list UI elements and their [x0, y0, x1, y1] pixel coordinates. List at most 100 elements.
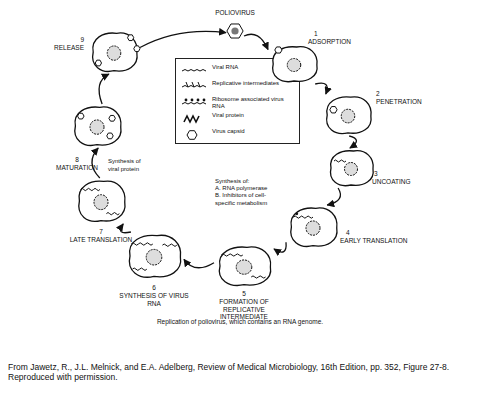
- step-label: EARLY TRANSLATION: [340, 237, 412, 245]
- step-label: POLIOVIRUS: [204, 9, 266, 17]
- protein-sample: [184, 116, 199, 122]
- cycle-arrow: [184, 259, 214, 267]
- cell-nucleus: [236, 260, 252, 274]
- cycle-arrow: [327, 188, 340, 205]
- cycle-arrow: [92, 148, 100, 178]
- cell-nucleus: [345, 163, 358, 176]
- annotation: A. RNA polymerase: [215, 185, 285, 193]
- cell-drawing: [226, 22, 244, 40]
- infected-cell: 7LATE TRANSLATION: [74, 178, 128, 224]
- cell-drawing: [74, 178, 128, 224]
- cell-outline: [93, 33, 137, 71]
- cell-nucleus: [306, 221, 320, 235]
- step-label: MATURATION: [52, 164, 102, 172]
- cell-drawing: [214, 244, 274, 288]
- legend-text: Ribosome associated virus RNA: [212, 96, 298, 109]
- virus-capsid: [109, 115, 115, 121]
- ribosome-rna: [80, 188, 99, 190]
- ribosome-rna-sample: [182, 103, 206, 105]
- step-label: RELEASE: [48, 44, 84, 52]
- cell-outline: [75, 107, 121, 145]
- step-number: 6: [114, 284, 194, 292]
- virus-capsid: [330, 107, 337, 113]
- ribosome-dot: [191, 99, 194, 102]
- legend-sample: [180, 65, 208, 77]
- cycle-arrow: [120, 224, 130, 233]
- capsid-sample: [187, 131, 197, 140]
- legend-sample: [180, 97, 208, 109]
- cell-outline: [79, 181, 125, 221]
- legend-entry: Viral protein: [180, 112, 298, 126]
- step-number: 8: [52, 156, 102, 164]
- cell-nucleus: [287, 59, 301, 72]
- viral-rna: [132, 268, 146, 270]
- cell-outline: [291, 208, 337, 246]
- cell-nucleus: [146, 249, 162, 265]
- legend-entry: Ribosome associated virus RNA: [180, 96, 298, 110]
- annotation: B. Inhibitors of cell-specific metabolis…: [215, 192, 285, 207]
- ribosome-rna: [294, 216, 313, 218]
- ribosome-dot: [197, 99, 200, 102]
- cell-nucleus: [341, 109, 355, 123]
- ribosome: [295, 212, 298, 215]
- legend-sample: [180, 81, 208, 93]
- cycle-arrow: [349, 136, 356, 148]
- infected-cell: 9RELEASE: [88, 30, 140, 74]
- cell-drawing: [70, 104, 124, 148]
- virus-capsid: [275, 47, 282, 53]
- legend-entry: Replicative intermediates: [180, 80, 298, 94]
- cell-outline: [129, 235, 180, 277]
- ribosome-dot: [185, 99, 188, 102]
- step-label: LATE TRANSLATION: [64, 236, 138, 244]
- annotation: Synthesis of:: [215, 178, 285, 186]
- virus-capsid: [128, 35, 134, 41]
- legend-entry: Virus capsid: [180, 128, 298, 142]
- cell-drawing: [322, 94, 374, 136]
- virus-capsid: [107, 133, 113, 139]
- step-label: PENETRATION: [376, 98, 436, 106]
- step-number: 5: [199, 290, 289, 298]
- cell-nucleus: [107, 46, 121, 60]
- step-number: 3: [374, 170, 386, 178]
- step-number: 7: [64, 228, 138, 236]
- infected-cell: 2PENETRATION: [322, 94, 374, 136]
- cycle-arrow: [315, 83, 327, 94]
- cell-drawing: [326, 148, 376, 188]
- step-number: 9: [64, 36, 84, 44]
- legend-sample: [180, 113, 208, 125]
- step-number: 4: [346, 229, 358, 237]
- cell-drawing: [268, 44, 320, 84]
- replicative-intermediate: [221, 254, 243, 256]
- cell-outline: [273, 47, 317, 82]
- legend-sample: [180, 129, 208, 141]
- cell-nucleus: [94, 195, 108, 210]
- cycle-arrow: [140, 31, 226, 47]
- cell-nucleus: [90, 120, 104, 134]
- cell-drawing: [286, 205, 340, 249]
- virus-capsid: [78, 113, 84, 119]
- viral-rna: [334, 160, 346, 162]
- cell-outline: [327, 97, 371, 134]
- viral-rna: [131, 243, 153, 245]
- source-credit: From Jawetz, R., J.L. Melnick, and E.A. …: [8, 362, 456, 382]
- ribosome-dot: [203, 99, 206, 102]
- step-label: UNCOATING: [372, 178, 422, 186]
- infected-cell: 4EARLY TRANSLATION: [286, 205, 340, 249]
- virus-core: [231, 27, 238, 34]
- viral-rna: [162, 244, 176, 246]
- infected-cell: 1ADSORPTION: [268, 44, 320, 84]
- intermediate-sample: [182, 82, 206, 87]
- virus-capsid: [134, 46, 140, 52]
- legend-text: Virus capsid: [212, 128, 298, 135]
- virus-capsid: [227, 24, 243, 38]
- cycle-arrow: [274, 242, 286, 252]
- cell-drawing: [88, 30, 140, 74]
- cycle-arrow: [244, 34, 268, 49]
- virus-particle: POLIOVIRUS: [226, 22, 244, 40]
- annotation: Synthesis of viral protein: [108, 158, 150, 173]
- step-label: SYNTHESIS OF VIRUS RNA: [114, 292, 194, 307]
- step-number: 2: [376, 90, 388, 98]
- cycle-arrow: [99, 74, 109, 104]
- step-number: 1: [314, 30, 326, 38]
